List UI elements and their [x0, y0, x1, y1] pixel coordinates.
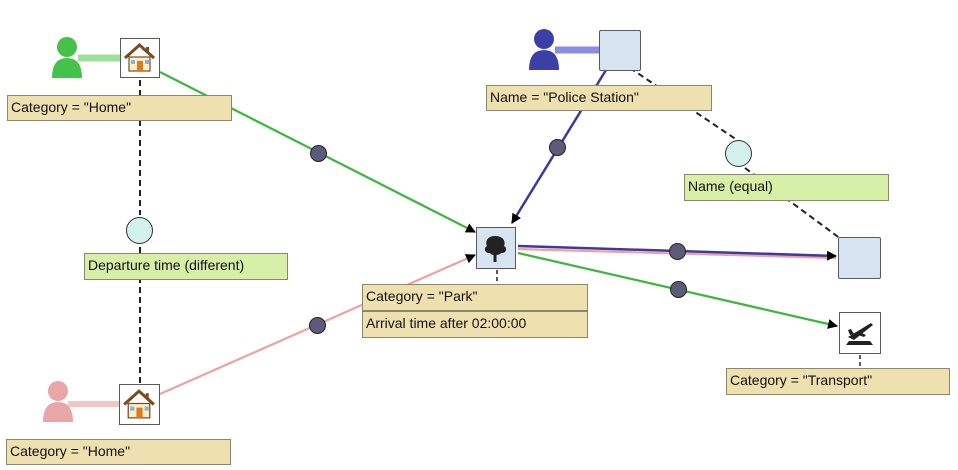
- edge-hub[interactable]: [310, 145, 327, 162]
- departure-condition-label: Departure time (different): [84, 253, 288, 280]
- edge-hub[interactable]: [669, 243, 686, 260]
- departure-condition-node[interactable]: [126, 217, 153, 244]
- park-node[interactable]: [476, 227, 516, 269]
- blue-user-icon[interactable]: [527, 28, 563, 72]
- name-condition-label: Name (equal): [684, 174, 889, 201]
- home-green-category-label: Category = "Home": [7, 95, 232, 121]
- house-icon: [123, 42, 156, 72]
- edge-hub[interactable]: [670, 281, 687, 298]
- name-condition-node[interactable]: [725, 140, 752, 167]
- tree-icon: [484, 236, 507, 262]
- pink-user-icon[interactable]: [41, 380, 77, 424]
- police-station-node[interactable]: [599, 30, 641, 71]
- home-node-green[interactable]: [120, 38, 160, 78]
- airplane-icon: [846, 323, 873, 345]
- police-name-label: Name = "Police Station": [486, 85, 712, 111]
- house-icon: [123, 389, 155, 419]
- dashed-link-police-name: [629, 67, 741, 143]
- park-category-label: Category = "Park": [362, 284, 588, 311]
- green-user-icon[interactable]: [50, 36, 86, 80]
- edge-hub[interactable]: [549, 139, 566, 156]
- home-pink-category-label: Category = "Home": [6, 439, 231, 465]
- edge-hub[interactable]: [309, 317, 326, 334]
- transport-node[interactable]: [839, 312, 881, 354]
- park-arrival-condition-label: Arrival time after 02:00:00: [362, 311, 588, 338]
- target-square-node[interactable]: [838, 237, 881, 279]
- transport-category-label: Category = "Transport": [726, 368, 950, 395]
- home-node-pink[interactable]: [119, 384, 160, 425]
